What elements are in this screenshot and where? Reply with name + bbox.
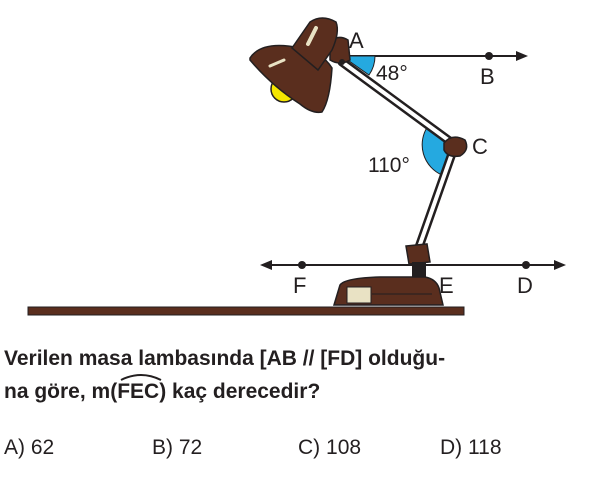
label-c: C <box>472 134 488 159</box>
point-f-dot <box>298 261 306 269</box>
angle-arc-mark <box>120 374 162 381</box>
lamp-geometry-figure: A B C F E D 48° 110° <box>27 17 566 316</box>
option-a-value: 62 <box>30 436 55 459</box>
point-b-dot <box>485 52 493 60</box>
label-e: E <box>439 273 454 298</box>
label-a: A <box>349 28 364 53</box>
lower-arm-inner <box>416 143 457 252</box>
option-c-letter: C) <box>298 436 321 459</box>
question-line-2-prefix: na göre, m( <box>4 380 118 403</box>
option-a-letter: A) <box>4 436 25 459</box>
angle-c-value: 110° <box>368 154 410 177</box>
elbow-joint <box>443 136 468 158</box>
angle-a-value: 48° <box>376 62 408 85</box>
question-line-2: na göre, m(FEC) kaç derecedir? <box>4 374 592 408</box>
question-line-1: Verilen masa lambasında [AB // [FD] oldu… <box>4 347 446 370</box>
angle-name: FEC <box>117 380 160 403</box>
point-a-pivot <box>339 59 345 65</box>
arrow-ab <box>516 51 528 61</box>
question-text: Verilen masa lambasında [AB // [FD] oldu… <box>4 342 592 408</box>
lamp-shade-highlight <box>268 58 286 68</box>
lamp-head-top <box>290 17 339 72</box>
upper-arm-inner <box>340 60 457 147</box>
point-d-dot <box>522 261 530 269</box>
option-d-letter: D) <box>440 436 463 459</box>
option-b[interactable]: B) 72 <box>152 436 202 460</box>
option-b-value: 72 <box>178 436 203 459</box>
option-c-value: 108 <box>326 436 362 459</box>
answer-options: A) 62 B) 72 C) 108 D) 118 <box>4 436 592 466</box>
label-f: F <box>293 273 306 298</box>
option-d[interactable]: D) 118 <box>440 436 502 460</box>
angle-name-with-arc: FEC <box>117 374 162 408</box>
lower-joint <box>405 243 431 265</box>
question-line-2-suffix: ) kaç derecedir? <box>159 380 321 403</box>
option-a[interactable]: A) 62 <box>4 436 54 460</box>
base-switch <box>346 286 372 304</box>
arrow-left <box>260 260 272 270</box>
label-b: B <box>480 64 495 89</box>
option-c[interactable]: C) 108 <box>298 436 361 460</box>
option-d-value: 118 <box>468 436 502 459</box>
option-b-letter: B) <box>152 436 173 459</box>
label-d: D <box>517 273 533 298</box>
table-top <box>27 306 465 316</box>
angle-a-sector <box>340 55 376 76</box>
lamp-highlight <box>306 26 318 46</box>
arrow-right <box>554 260 566 270</box>
